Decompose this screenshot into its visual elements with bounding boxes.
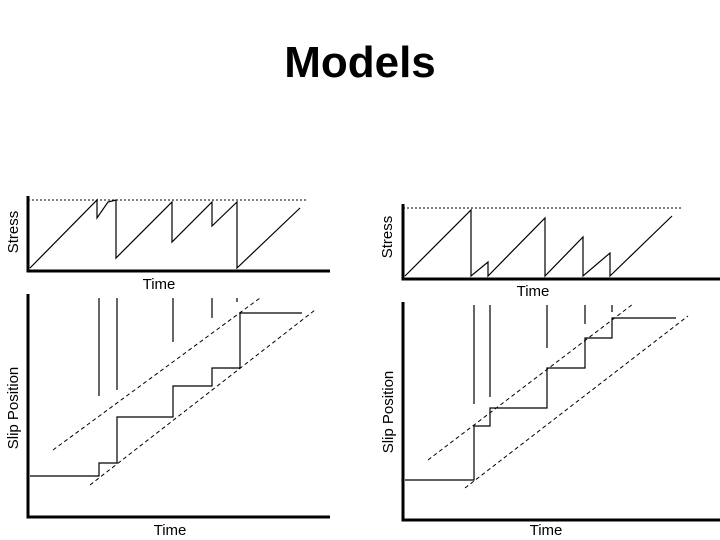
right-slip-lower-envelope (464, 315, 689, 489)
right-slip-panel: Slip Position Time (380, 302, 720, 539)
left-stress-axes (26, 196, 330, 273)
right-stress-xlabel: Time (517, 283, 550, 300)
right-stress-curve (404, 208, 673, 278)
left-stress-panel: Stress Time (5, 196, 330, 293)
left-slip-xlabel: Time (154, 522, 187, 539)
left-slip-upper-envelope (52, 297, 261, 451)
right-stress-panel: Stress Time (379, 204, 720, 300)
left-slip-axes (26, 294, 330, 519)
slide-title: Models (284, 38, 436, 87)
left-slip-lower-envelope (89, 309, 316, 486)
left-stress-xlabel: Time (143, 276, 176, 293)
right-slip-upper-envelope (427, 303, 634, 461)
right-stress-axes (401, 204, 720, 281)
left-slip-staircase (30, 312, 302, 477)
right-slip-staircase (405, 317, 676, 481)
right-slip-axes (401, 302, 720, 522)
right-slip-ylabel: Slip Position (380, 371, 397, 454)
left-slip-panel: Slip Position Time (5, 294, 330, 539)
right-stress-ylabel: Stress (379, 216, 396, 259)
left-slip-ylabel: Slip Position (5, 367, 22, 450)
right-slip-xlabel: Time (530, 522, 563, 539)
left-stress-ylabel: Stress (5, 211, 22, 254)
left-stress-curve (29, 198, 301, 270)
